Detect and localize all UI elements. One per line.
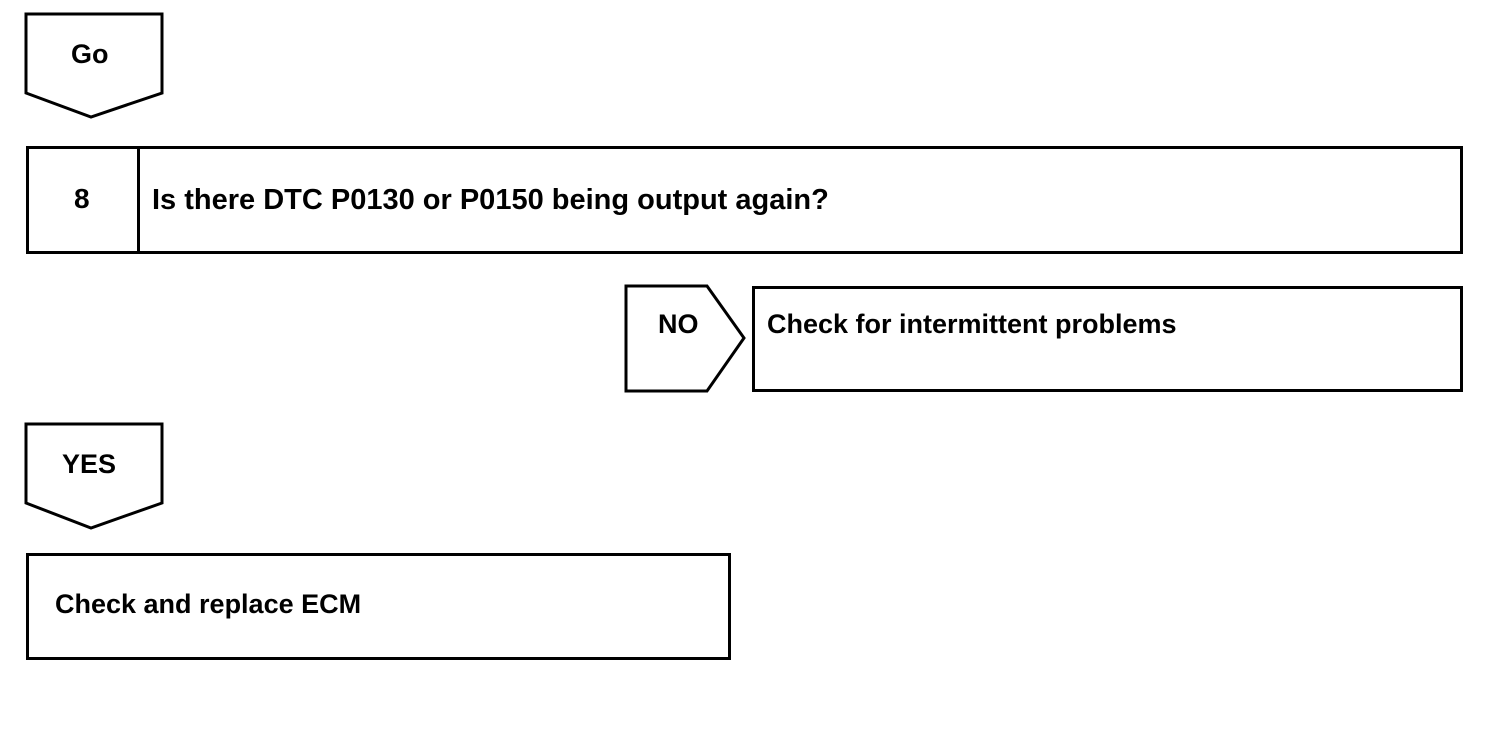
yes-result-text: Check and replace ECM (55, 589, 362, 619)
go-arrow-label: Go (71, 39, 109, 69)
step-number-cell (29, 149, 140, 251)
no-result-box (752, 286, 1463, 392)
step-number: 8 (74, 183, 90, 214)
step-question: Is there DTC P0130 or P0150 being output… (152, 184, 829, 216)
yes-arrow-shape (24, 422, 164, 530)
no-arrow-shape (624, 284, 746, 393)
go-arrow-shape (24, 12, 164, 119)
no-result-text: Check for intermittent problems (767, 309, 1177, 339)
no-arrow-label: NO (658, 309, 699, 339)
step-question-box (26, 146, 1463, 254)
yes-arrow-label: YES (62, 449, 117, 479)
yes-result-box (26, 553, 731, 660)
